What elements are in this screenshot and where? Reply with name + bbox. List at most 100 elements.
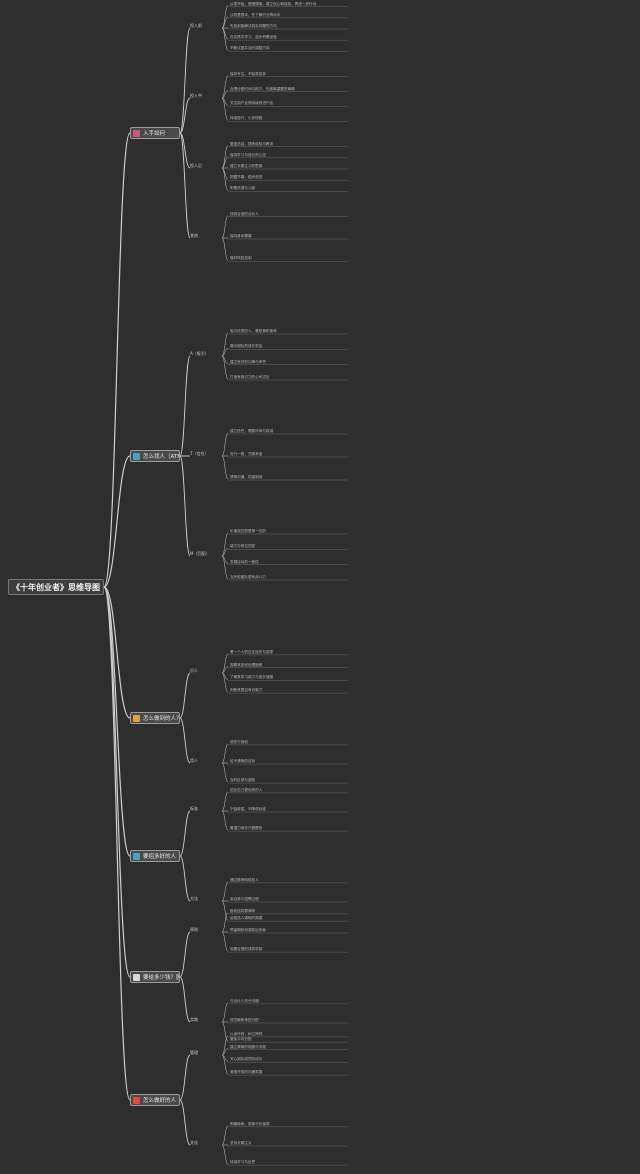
group-node[interactable]: 投入前: [190, 23, 202, 28]
branch-node[interactable]: 入手如何: [130, 127, 180, 139]
leaf-node[interactable]: 给予清晰的目标: [230, 759, 610, 764]
leaf-node[interactable]: 不断试错并及时调整方向: [230, 46, 610, 51]
group-to-leaf-connector: [221, 1144, 229, 1165]
leaf-node[interactable]: 认知是根本，先了解行业再动手: [230, 13, 610, 18]
group-node[interactable]: 文化: [190, 1140, 198, 1145]
leaf-node[interactable]: 坚持长期主义: [230, 1141, 610, 1146]
leaf-node[interactable]: 从零开始，慢慢摸索，建立信心和经验，再进一步行动: [230, 2, 610, 7]
leaf-node[interactable]: 了解其学习能力与成长速度: [230, 675, 610, 680]
leaf-label: 打造有吸引力的公司文化: [230, 375, 270, 379]
leaf-node[interactable]: 能力与岗位匹配: [230, 544, 610, 549]
leaf-node[interactable]: 建立信任，需要时间与真诚: [230, 429, 610, 434]
leaf-node[interactable]: 看潜力而非只看履历: [230, 826, 610, 831]
leaf-node[interactable]: 亲自参与招聘过程: [230, 897, 610, 902]
leaf-node[interactable]: 避免平均分配: [230, 1037, 610, 1042]
leaf-node[interactable]: 建立清晰的制度与流程: [230, 1045, 610, 1050]
branch-to-group-connector: [179, 97, 191, 134]
group-to-leaf-connector: [221, 548, 229, 557]
root-to-branch-connector: [103, 132, 131, 588]
leaf-node[interactable]: 吸引优秀的人，靠愿景和使命: [230, 329, 610, 334]
group-node[interactable]: 投入中: [190, 93, 202, 98]
leaf-label: 建立长期主义的思维: [230, 164, 263, 168]
leaf-node[interactable]: 合理分配时间与精力，先做最重要的事情: [230, 87, 610, 92]
leaf-node[interactable]: 建立长期主义的思维: [230, 164, 610, 169]
branch-node[interactable]: 怎么找人（ATM模型）: [130, 450, 180, 462]
branch-label: 要给多少钱？股权分配: [143, 975, 179, 981]
leaf-node[interactable]: 做好风险控制: [230, 256, 610, 261]
leaf-node[interactable]: 判断其是否有自驱力: [230, 688, 610, 693]
leaf-label: 建立良好的口碑与声誉: [230, 359, 266, 364]
leaf-label: 信任与授权: [230, 739, 248, 744]
leaf-node[interactable]: 持续迭代，小步快跑: [230, 116, 610, 121]
group-node[interactable]: 其他: [190, 233, 198, 238]
group-node[interactable]: 管理: [190, 1050, 198, 1055]
leaf-label: 明确使命、愿景与价值观: [230, 1121, 270, 1126]
branch-to-group-connector: [179, 810, 191, 857]
leaf-node[interactable]: 通过推荐网络找人: [230, 878, 610, 883]
leaf-node[interactable]: 保持身体健康: [230, 234, 610, 239]
leaf-node[interactable]: 言行一致，兑现承诺: [230, 452, 610, 457]
branch-color-marker: [133, 852, 140, 860]
leaf-node[interactable]: 预留期权池激励后来者: [230, 928, 610, 933]
leaf-node[interactable]: 复盘总结，提炼经验与教训: [230, 142, 610, 147]
group-node[interactable]: M（匹配）: [190, 551, 210, 556]
leaf-node[interactable]: 展示团队的成长机会: [230, 344, 610, 349]
leaf-node[interactable]: 按贡献和承担分配: [230, 1018, 610, 1023]
leaf-node[interactable]: 招比自己更优秀的人: [230, 788, 610, 793]
leaf-node[interactable]: 建立良好的口碑与声誉: [230, 360, 610, 365]
leaf-node[interactable]: 以身作则，树立榜样: [230, 1032, 610, 1037]
leaf-node[interactable]: 持续学习与反思: [230, 1160, 610, 1165]
leaf-node[interactable]: 发展目标的一致性: [230, 560, 610, 565]
leaf-label: 持续迭代，小步快跑: [230, 116, 263, 121]
branch-label: 要招多好的人: [143, 854, 177, 860]
branch-to-group-connector: [179, 132, 191, 239]
branch-node[interactable]: 要给多少钱？股权分配: [130, 971, 180, 983]
group-node[interactable]: 投入后: [190, 163, 202, 168]
leaf-node[interactable]: 在实践中学习，逐步积累经验: [230, 35, 610, 40]
leaf-node[interactable]: 及时反馈与激励: [230, 778, 610, 783]
leaf-node[interactable]: 与合伙人充分沟通: [230, 999, 610, 1004]
leaf-label: 把握节奏，稳步前进: [230, 175, 263, 180]
leaf-node[interactable]: 积累资源与人脉: [230, 186, 610, 191]
branch-to-group-connector: [179, 855, 191, 902]
leaf-node[interactable]: 打造有吸引力的公司文化: [230, 375, 610, 380]
group-node[interactable]: 用人: [190, 758, 198, 763]
branch-node[interactable]: 要招多好的人: [130, 850, 180, 862]
leaf-node[interactable]: 把握节奏，稳步前进: [230, 175, 610, 180]
leaf-node[interactable]: 明确使命、愿景与价值观: [230, 1122, 610, 1127]
group-node[interactable]: 标准: [190, 806, 198, 811]
leaf-label: 坚持长期主义: [230, 1141, 252, 1145]
group-node[interactable]: A（吸引）: [190, 351, 209, 356]
group-node[interactable]: 原则: [190, 927, 198, 932]
leaf-node[interactable]: 股权结构要清晰: [230, 909, 610, 914]
leaf-node[interactable]: 价值观匹配是第一位的: [230, 529, 610, 534]
leaf-node[interactable]: 找到合适的合伙人: [230, 212, 610, 217]
root-node[interactable]: 《十年创业者》思维导图: [8, 579, 104, 595]
leaf-node[interactable]: 营造开放的沟通氛围: [230, 1070, 610, 1075]
leaf-node[interactable]: 保持专注，不轻易放弃: [230, 72, 610, 77]
branch-label: 怎么做到的人？: [143, 716, 180, 722]
leaf-node[interactable]: 保持学习与成长的心态: [230, 153, 610, 158]
group-node[interactable]: 方法: [190, 896, 198, 901]
group-to-leaf-connector: [221, 1021, 229, 1042]
leaf-label: 价值观匹配是第一位的: [230, 529, 266, 533]
group-node[interactable]: 识人: [190, 668, 198, 673]
leaf-label: 保持身体健康: [230, 234, 252, 238]
branch-node[interactable]: 怎么做到的人？: [130, 712, 180, 724]
leaf-node[interactable]: 信任与授权: [230, 740, 610, 745]
group-to-leaf-connector: [221, 912, 229, 933]
branch-node[interactable]: 怎么做好的人: [130, 1094, 180, 1106]
group-node[interactable]: 实践: [190, 1017, 198, 1022]
leaf-node[interactable]: 透明沟通，坦诚相待: [230, 475, 610, 480]
leaf-node[interactable]: 设置合理的成熟机制: [230, 947, 610, 952]
group-node[interactable]: T（信任）: [190, 451, 209, 456]
leaf-node[interactable]: 关注用户反馈持续改进产品: [230, 101, 610, 106]
leaf-node[interactable]: 看一个人的过往经历与选择: [230, 650, 610, 655]
leaf-node[interactable]: 先找到能解决真实问题的方向: [230, 24, 610, 29]
leaf-node[interactable]: 关心团队成员的成长: [230, 1057, 610, 1062]
leaf-node[interactable]: 观察其如何处理困难: [230, 663, 610, 668]
leaf-node[interactable]: 互补型团队更有战斗力: [230, 575, 610, 580]
leaf-node[interactable]: 给候选人清晰的期望: [230, 916, 610, 921]
leaf-node[interactable]: 宁缺毋滥，不降低标准: [230, 807, 610, 812]
